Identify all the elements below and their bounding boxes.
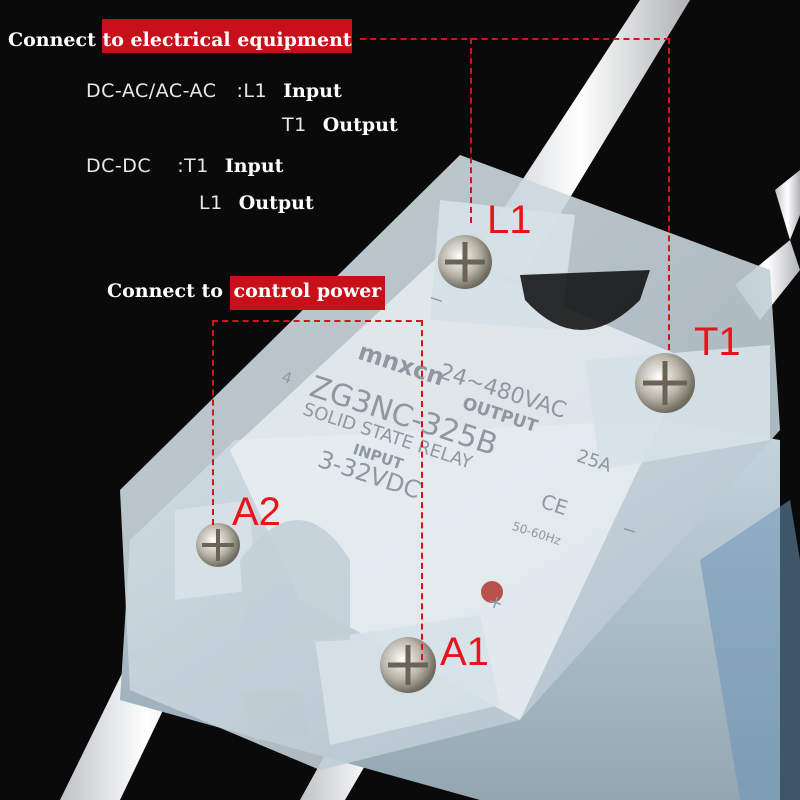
indicator-led — [481, 581, 503, 603]
plus-sign: + — [485, 590, 506, 615]
leader-l1-vertical — [470, 38, 472, 223]
mode-dcac-row-2: T1 Output — [282, 114, 398, 136]
leader-control-horizontal — [212, 320, 422, 322]
screw-a2 — [196, 523, 240, 567]
minus-sign-top: − — [426, 287, 447, 312]
heading-electrical-highlight: to electrical equipment — [102, 19, 352, 53]
mode-dcdc-row-1: DC-DC :T1 Input — [86, 155, 283, 177]
leader-t1-vertical — [668, 38, 670, 350]
mode-dcdc-role-1: Input — [224, 155, 284, 177]
heading-control-power: Connect to control power — [107, 276, 386, 310]
leader-top-horizontal — [360, 38, 670, 40]
terminal-label-a2: A2 — [232, 490, 281, 534]
mode-dcac-name: DC-AC/AC-AC — [86, 80, 217, 102]
terminal-label-t1: T1 — [694, 320, 741, 364]
mode-dcac-role-1: Input — [283, 80, 342, 102]
mode-dcdc-name: DC-DC — [86, 155, 152, 177]
leader-a1-vertical — [421, 320, 423, 660]
leader-a2-vertical — [212, 320, 214, 525]
mode-dcdc-row-2: L1 Output — [199, 192, 314, 214]
mode-dcac-sep: : — [236, 80, 244, 102]
mode-dcdc-sep: : — [177, 155, 185, 177]
mode-dcac-role-2: Output — [322, 114, 398, 136]
terminal-label-a1: A1 — [440, 630, 489, 674]
heading-control-highlight: control power — [229, 276, 386, 310]
mode-dcdc-role-2: Output — [238, 192, 314, 214]
heading-electrical-equipment: Connect to electrical equipment — [8, 19, 352, 53]
terminal-label-l1: L1 — [487, 198, 532, 242]
mode-dcac-terminal-1: L1 — [243, 80, 268, 102]
mode-dcdc-terminal-2: L1 — [199, 192, 223, 214]
minus-sign-right: − — [619, 518, 640, 543]
mode-dcac-row-1: DC-AC/AC-AC :L1 Input — [86, 80, 342, 102]
heading-electrical-pre: Connect — [8, 29, 103, 51]
mode-dcdc-terminal-1: T1 — [184, 155, 209, 177]
mode-dcac-terminal-2: T1 — [282, 114, 307, 136]
screw-t1 — [635, 353, 695, 413]
screw-a1 — [380, 637, 436, 693]
screw-l1 — [438, 235, 492, 289]
heading-control-pre: Connect to — [107, 280, 230, 302]
